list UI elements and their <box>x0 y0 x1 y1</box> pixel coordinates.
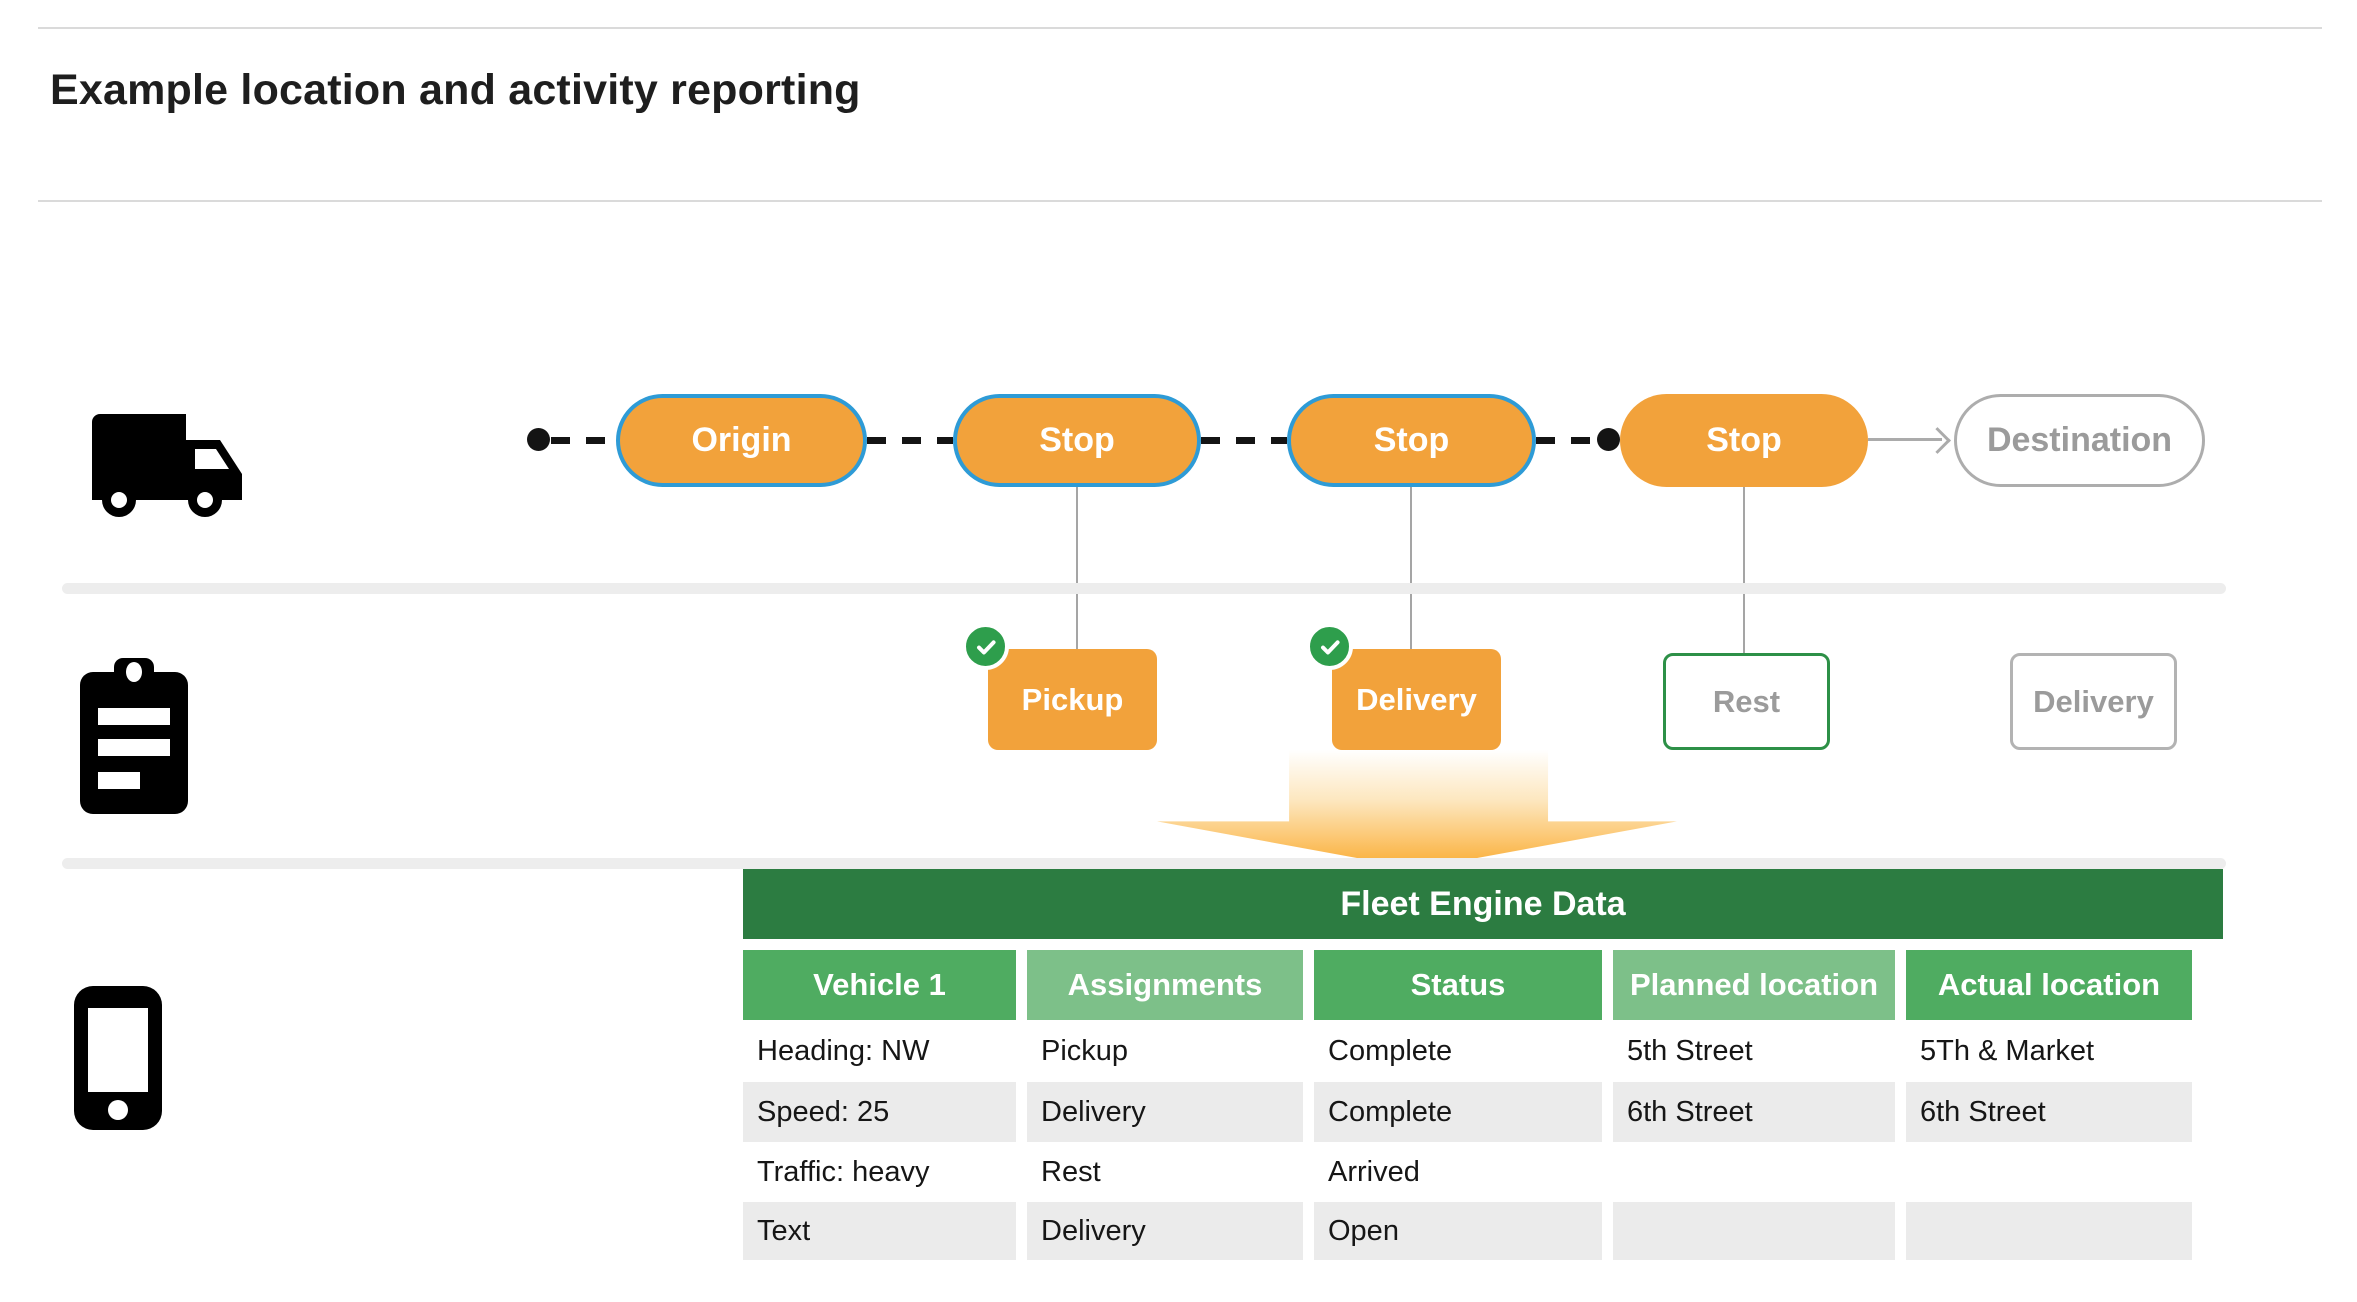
check-icon <box>962 623 1009 670</box>
section-divider <box>62 583 2226 594</box>
route-dash-segment <box>867 437 953 444</box>
table-cell: Delivery <box>1027 1202 1303 1260</box>
activity-box-pickup: Pickup <box>988 649 1157 750</box>
truck-icon <box>92 414 242 517</box>
route-pill-stop-2: Stop <box>1287 394 1536 487</box>
column-header-status: Status <box>1314 950 1602 1020</box>
table-cell: Heading: NW <box>757 1035 930 1067</box>
route-dash-segment <box>1201 437 1287 444</box>
table-cell: Traffic: heavy <box>757 1155 930 1188</box>
route-dash-segment <box>551 437 616 444</box>
table-cell: Complete <box>1314 1082 1602 1142</box>
table-cell: 6th Street <box>1906 1082 2192 1142</box>
route-pill-stop-1: Stop <box>953 394 1201 487</box>
arrow-down-icon <box>1157 750 1677 869</box>
clipboard-icon <box>80 658 188 814</box>
table-cell <box>1613 1202 1895 1260</box>
destination-arrowhead-icon <box>1924 427 1951 454</box>
activity-box-delivery: Delivery <box>1332 649 1501 750</box>
route-pill-stop-3: Stop <box>1620 394 1868 487</box>
table-cell: Pickup <box>1041 1035 1129 1067</box>
table-cell: 5th Street <box>1627 1035 1753 1067</box>
stop-connector <box>1410 487 1412 650</box>
table-cell: Text <box>743 1202 1016 1260</box>
route-dash-segment <box>1536 437 1598 444</box>
column-header-assignments: Assignments <box>1027 950 1303 1020</box>
table-cell: 6th Street <box>1613 1082 1895 1142</box>
route-pill-origin: Origin <box>616 394 867 487</box>
table-cell: Delivery <box>1027 1082 1303 1142</box>
route-pill-destination: Destination <box>1954 394 2205 487</box>
route-progress-dot <box>1597 428 1620 451</box>
column-header-actual-location: Actual location <box>1906 950 2192 1020</box>
title-rule <box>38 200 2322 202</box>
table-cell <box>1906 1202 2192 1260</box>
table-cell <box>1906 1142 2192 1202</box>
phone-icon <box>74 986 162 1130</box>
top-rule <box>38 27 2322 29</box>
route-start-dot <box>527 428 550 451</box>
stop-connector <box>1743 487 1745 654</box>
stop-connector <box>1076 487 1078 650</box>
table-cell: Complete <box>1328 1035 1453 1067</box>
fleet-table-title: Fleet Engine Data <box>743 869 2223 939</box>
destination-arrow-line <box>1868 438 1942 441</box>
activity-box-delivery-upcoming: Delivery <box>2010 653 2177 750</box>
table-cell: Speed: 25 <box>743 1082 1016 1142</box>
table-cell: Rest <box>1041 1155 1101 1188</box>
column-header-planned-location: Planned location <box>1613 950 1895 1020</box>
section-divider <box>62 858 2226 869</box>
activity-box-rest: Rest <box>1663 653 1830 750</box>
table-cell: Arrived <box>1328 1155 1420 1188</box>
table-cell: 5Th & Market <box>1920 1035 2095 1067</box>
page-title: Example location and activity reporting <box>50 66 861 114</box>
table-cell <box>1613 1142 1895 1202</box>
column-header-vehicle: Vehicle 1 <box>743 950 1016 1020</box>
check-icon <box>1306 623 1353 670</box>
table-cell: Open <box>1314 1202 1602 1260</box>
